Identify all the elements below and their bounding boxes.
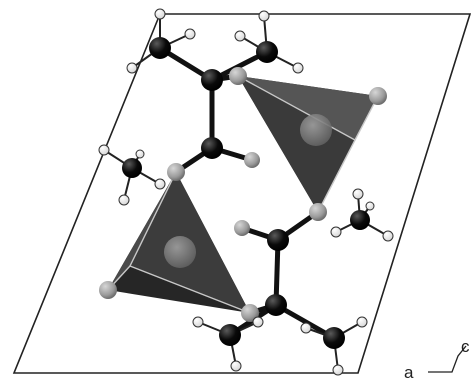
gray-atom: [309, 203, 327, 221]
polyhedron-lower-center-atom: [164, 236, 196, 268]
polyhedron-upper-face-left: [238, 76, 355, 212]
black-atom: [219, 324, 241, 346]
white-atom: [126, 62, 138, 74]
black-atom: [256, 41, 278, 63]
white-atom: [184, 28, 196, 40]
white-atom: [365, 201, 375, 211]
white-atom: [234, 30, 246, 42]
gray-atom: [167, 163, 185, 181]
axis-label-c: c: [461, 337, 470, 356]
white-atom: [330, 226, 342, 238]
white-atom: [258, 10, 270, 22]
white-atom: [300, 322, 312, 334]
white-atom: [230, 360, 242, 372]
white-atom: [292, 62, 304, 74]
white-atom: [382, 230, 394, 242]
white-atom: [352, 188, 364, 200]
polyhedron-lower: [107, 171, 251, 314]
axis-indicator: a c: [404, 337, 470, 379]
polyhedron-upper-center-atom: [300, 114, 332, 146]
white-atom: [135, 149, 145, 159]
gray-atom: [229, 67, 247, 85]
black-atom: [265, 294, 287, 316]
black-atom: [267, 229, 289, 251]
gray-atom: [241, 304, 259, 322]
gray-atom: [244, 152, 260, 168]
gray-atoms: [99, 67, 387, 322]
white-atoms: [98, 8, 394, 376]
black-atom: [201, 137, 223, 159]
white-atom: [154, 8, 166, 20]
white-atom: [118, 194, 130, 206]
polyhedron-upper-face-front: [238, 76, 378, 140]
axis-label-a: a: [404, 363, 414, 379]
white-atom: [356, 316, 368, 328]
black-atoms: [122, 37, 370, 349]
white-atom: [98, 144, 110, 156]
unit-cell-outline: [12, 13, 471, 374]
white-atom: [332, 364, 344, 376]
white-atom: [252, 316, 264, 328]
axis-lines: [428, 345, 467, 373]
black-atom: [201, 69, 223, 91]
gray-atom: [234, 220, 250, 236]
black-atom: [323, 327, 345, 349]
gray-atom: [99, 281, 117, 299]
black-atom: [149, 37, 171, 59]
white-atom: [192, 316, 204, 328]
bond: [273, 302, 337, 341]
black-atom: [350, 210, 370, 230]
black-atom: [122, 158, 142, 178]
gray-atom: [369, 87, 387, 105]
polyhedron-lower-face-left: [108, 172, 176, 290]
white-atom: [154, 178, 166, 190]
